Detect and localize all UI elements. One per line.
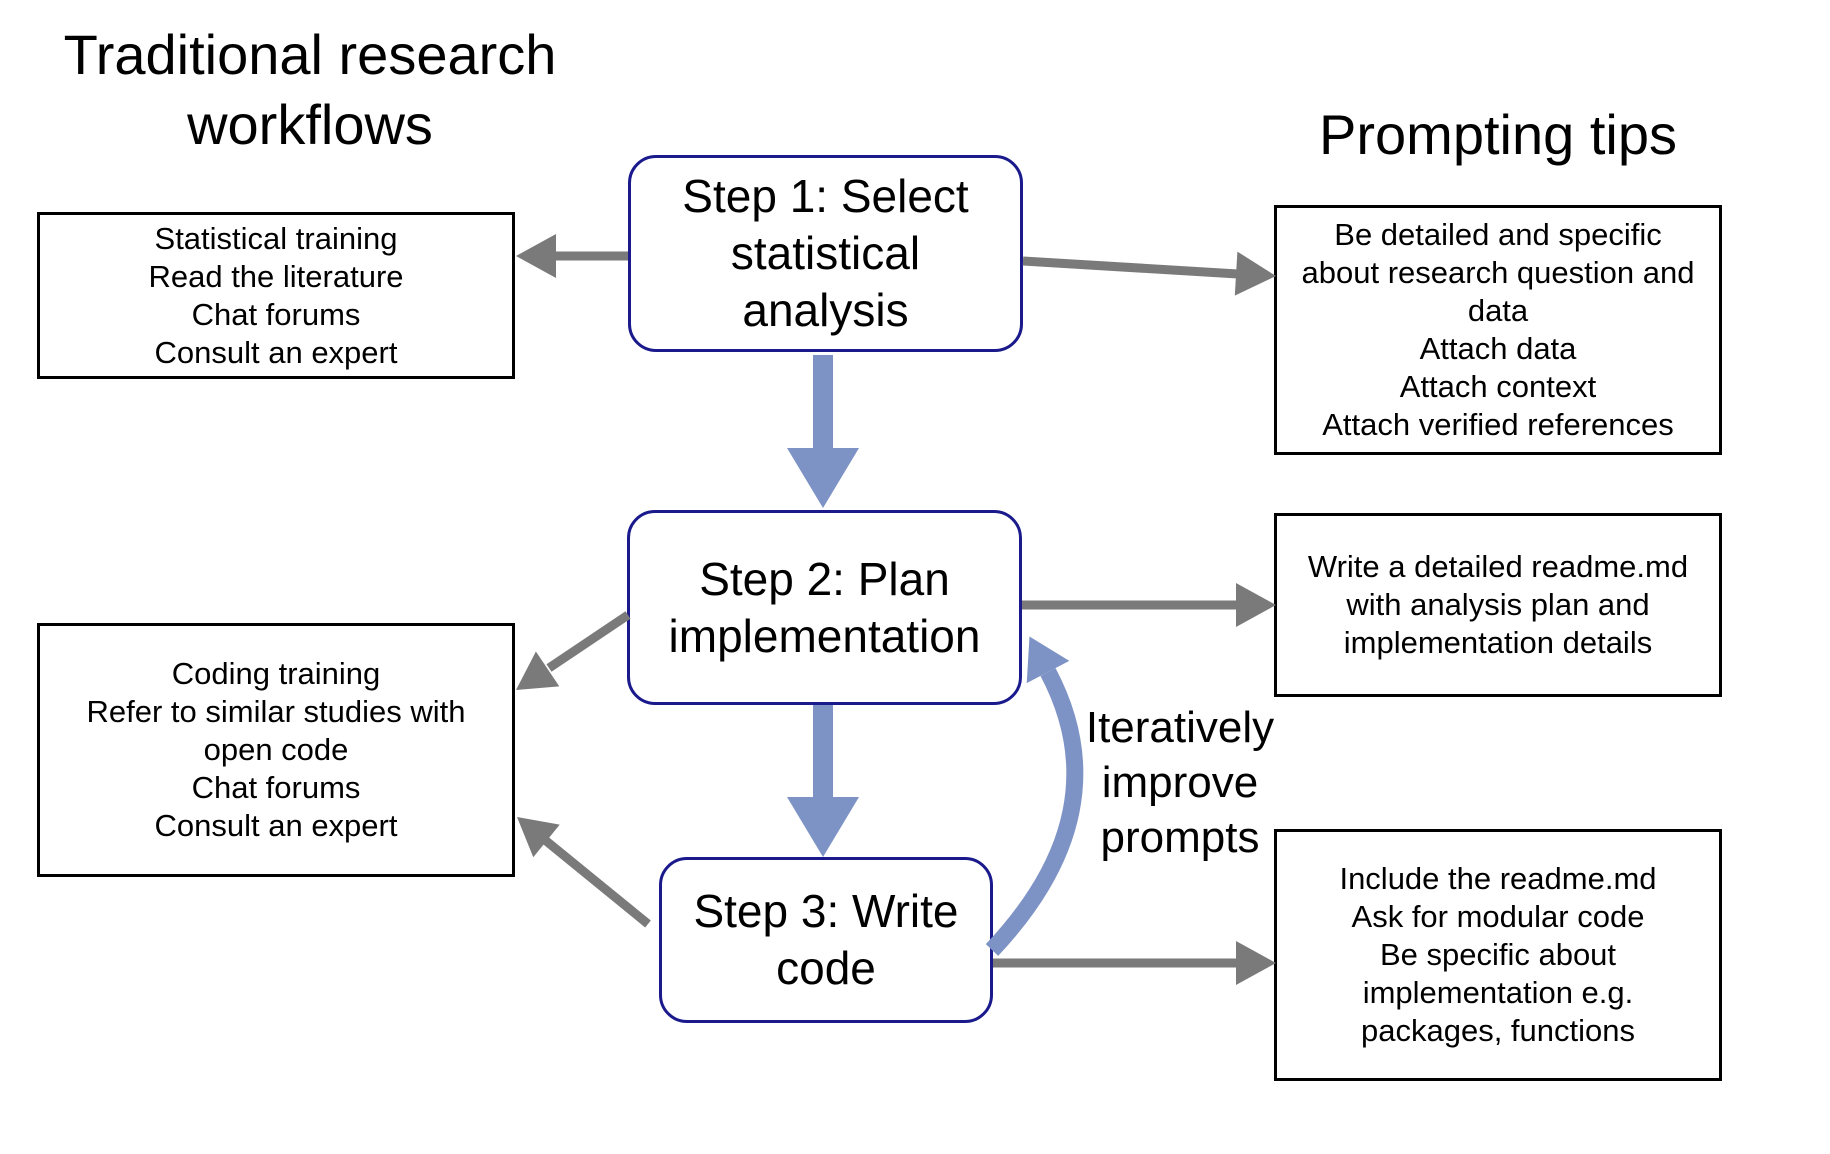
arrow-step3-to-traditional-coding-icon [517, 817, 651, 928]
arrow-step2-to-tips-readme-icon [1022, 583, 1276, 627]
arrow-step1-to-tips-step1-icon [1022, 251, 1276, 296]
arrow-step3-to-tips-implementation-icon [993, 941, 1276, 985]
arrow-step1-to-traditional-analysis-icon [516, 234, 628, 278]
arrow-step2-to-traditional-coding-icon [516, 611, 631, 690]
arrow-step2-to-step3-icon [787, 705, 859, 857]
heading-prompting-tips: Prompting tips [1319, 103, 1677, 166]
arrow-step1-to-step2-icon [787, 355, 859, 508]
